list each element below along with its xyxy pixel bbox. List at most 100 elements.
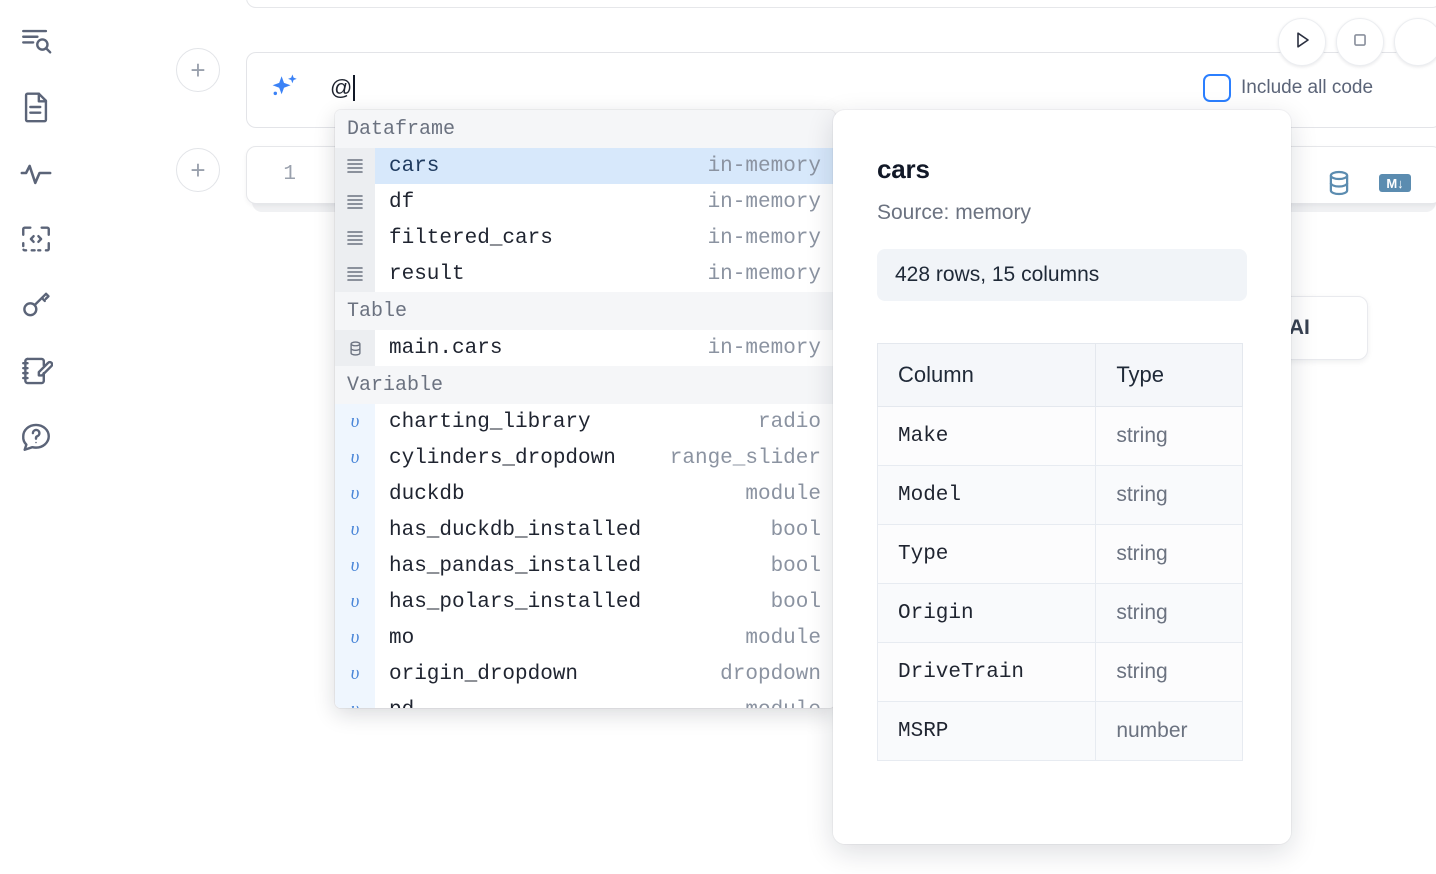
square-icon xyxy=(1349,29,1371,56)
ai-prompt-text: @ xyxy=(330,75,353,100)
autocomplete-item-has-pandas-installed[interactable]: υ has_pandas_installed bool xyxy=(335,548,835,584)
play-icon xyxy=(1290,28,1314,57)
add-cell-button-below[interactable]: + xyxy=(176,148,220,192)
item-meta: in-memory xyxy=(707,262,821,286)
sidebar-item-secrets[interactable] xyxy=(13,282,59,328)
autocomplete-item-df[interactable]: df in-memory xyxy=(335,184,835,220)
cell-type: number xyxy=(1095,701,1243,761)
variable-icon: υ xyxy=(335,584,375,620)
item-meta: in-memory xyxy=(707,154,821,178)
autocomplete-item-mo[interactable]: υ mo module xyxy=(335,620,835,656)
autocomplete-item-cars[interactable]: cars in-memory xyxy=(335,148,835,184)
doc-source: Source: memory xyxy=(877,201,1032,224)
variable-icon: υ xyxy=(335,404,375,440)
autocomplete-group-header: Table xyxy=(335,292,835,330)
code-brackets-icon xyxy=(19,222,53,256)
item-meta: range_slider xyxy=(669,446,821,470)
table-row: Make string xyxy=(876,406,1243,466)
variable-icon: υ xyxy=(335,656,375,692)
autocomplete-dropdown[interactable]: Dataframe cars in-memory df in-memory xyxy=(335,110,835,708)
item-name: filtered_cars xyxy=(389,226,553,250)
autocomplete-item-filtered-cars[interactable]: filtered_cars in-memory xyxy=(335,220,835,256)
item-name: df xyxy=(389,190,415,214)
item-name: pd xyxy=(375,699,745,709)
cell-type: string xyxy=(1095,406,1243,466)
variable-icon: υ xyxy=(335,620,375,656)
sidebar-item-scratchpad[interactable] xyxy=(13,348,59,394)
table-header-row: Column Type xyxy=(876,343,1243,407)
more-actions-button[interactable] xyxy=(1394,18,1436,66)
code-line-number: 1 xyxy=(283,162,296,186)
table-row: MSRP number xyxy=(876,701,1243,761)
ai-prompt-input[interactable]: @ xyxy=(330,66,1150,110)
database-icon[interactable] xyxy=(1324,168,1354,203)
autocomplete-item-has-polars-installed[interactable]: υ has_polars_installed bool xyxy=(335,584,835,620)
doc-title: cars xyxy=(877,154,930,184)
doc-schema-table: Column Type Make string Model string Typ… xyxy=(876,343,1243,761)
cell-type: string xyxy=(1095,583,1243,643)
item-name: charting_library xyxy=(389,410,591,434)
svg-text:M↓: M↓ xyxy=(1386,176,1403,191)
item-name: duckdb xyxy=(389,482,465,506)
markdown-icon[interactable]: M↓ xyxy=(1378,171,1412,200)
autocomplete-group-header: Dataframe xyxy=(335,110,835,148)
database-icon xyxy=(335,330,375,366)
item-meta: module xyxy=(745,699,835,709)
item-meta: radio xyxy=(757,410,821,434)
item-meta: bool xyxy=(770,590,821,614)
sidebar-item-snippets[interactable] xyxy=(13,216,59,262)
autocomplete-scroll-area[interactable]: Dataframe cars in-memory df in-memory xyxy=(335,110,835,708)
autocomplete-item-origin-dropdown[interactable]: υ origin_dropdown dropdown xyxy=(335,656,835,692)
run-button[interactable] xyxy=(1278,18,1326,66)
cell-type: string xyxy=(1095,524,1243,584)
header-type: Type xyxy=(1095,343,1243,407)
autocomplete-doc-panel: cars Source: memory 428 rows, 15 columns… xyxy=(833,110,1291,844)
item-meta: module xyxy=(745,626,821,650)
sidebar-item-help[interactable] xyxy=(13,414,59,460)
include-all-code-checkbox[interactable] xyxy=(1203,74,1231,102)
autocomplete-item-main-cars[interactable]: main.cars in-memory xyxy=(335,330,835,366)
table-row: Model string xyxy=(876,465,1243,525)
item-name: main.cars xyxy=(389,336,503,360)
include-all-code-label: Include all code xyxy=(1241,77,1374,98)
item-name: has_pandas_installed xyxy=(389,554,642,578)
file-text-icon xyxy=(19,90,53,124)
interrupt-button[interactable] xyxy=(1336,18,1384,66)
sparkles-icon xyxy=(266,70,302,106)
help-chat-icon xyxy=(19,420,53,454)
autocomplete-item-duckdb[interactable]: υ duckdb module xyxy=(335,476,835,512)
cell-column: MSRP xyxy=(876,701,1097,761)
autocomplete-item-has-duckdb-installed[interactable]: υ has_duckdb_installed bool xyxy=(335,512,835,548)
item-name: result xyxy=(389,262,465,286)
item-meta: in-memory xyxy=(707,226,821,250)
sidebar-item-activity[interactable] xyxy=(13,150,59,196)
autocomplete-item-cylinders-dropdown[interactable]: υ cylinders_dropdown range_slider xyxy=(335,440,835,476)
variable-icon: υ xyxy=(335,440,375,476)
item-name: mo xyxy=(389,626,415,650)
include-all-code-control[interactable]: Include all code xyxy=(1203,74,1373,102)
autocomplete-item-result[interactable]: result in-memory xyxy=(335,256,835,292)
item-name: has_polars_installed xyxy=(389,590,642,614)
cell-column: Type xyxy=(876,524,1097,584)
table-row: DriveTrain string xyxy=(876,642,1243,702)
sidebar-item-explore[interactable] xyxy=(13,18,59,64)
item-meta: in-memory xyxy=(707,190,821,214)
cell-column: Model xyxy=(876,465,1097,525)
dataframe-lines-icon xyxy=(335,148,375,184)
left-sidebar xyxy=(0,0,72,874)
item-name: has_duckdb_installed xyxy=(389,518,642,542)
cell-column: DriveTrain xyxy=(876,642,1097,702)
variable-icon: υ xyxy=(335,512,375,548)
add-cell-button-above[interactable]: + xyxy=(176,48,220,92)
table-row: Origin string xyxy=(876,583,1243,643)
dataframe-lines-icon xyxy=(335,184,375,220)
autocomplete-item-charting-library[interactable]: υ charting_library radio xyxy=(335,404,835,440)
list-search-icon xyxy=(19,24,53,58)
variable-icon: υ xyxy=(335,692,375,708)
item-meta: dropdown xyxy=(720,662,821,686)
item-meta: in-memory xyxy=(707,336,821,360)
code-cell-type-icons: M↓ xyxy=(1324,168,1412,203)
sidebar-item-files[interactable] xyxy=(13,84,59,130)
autocomplete-item-pd[interactable]: υ pd module xyxy=(335,692,835,708)
